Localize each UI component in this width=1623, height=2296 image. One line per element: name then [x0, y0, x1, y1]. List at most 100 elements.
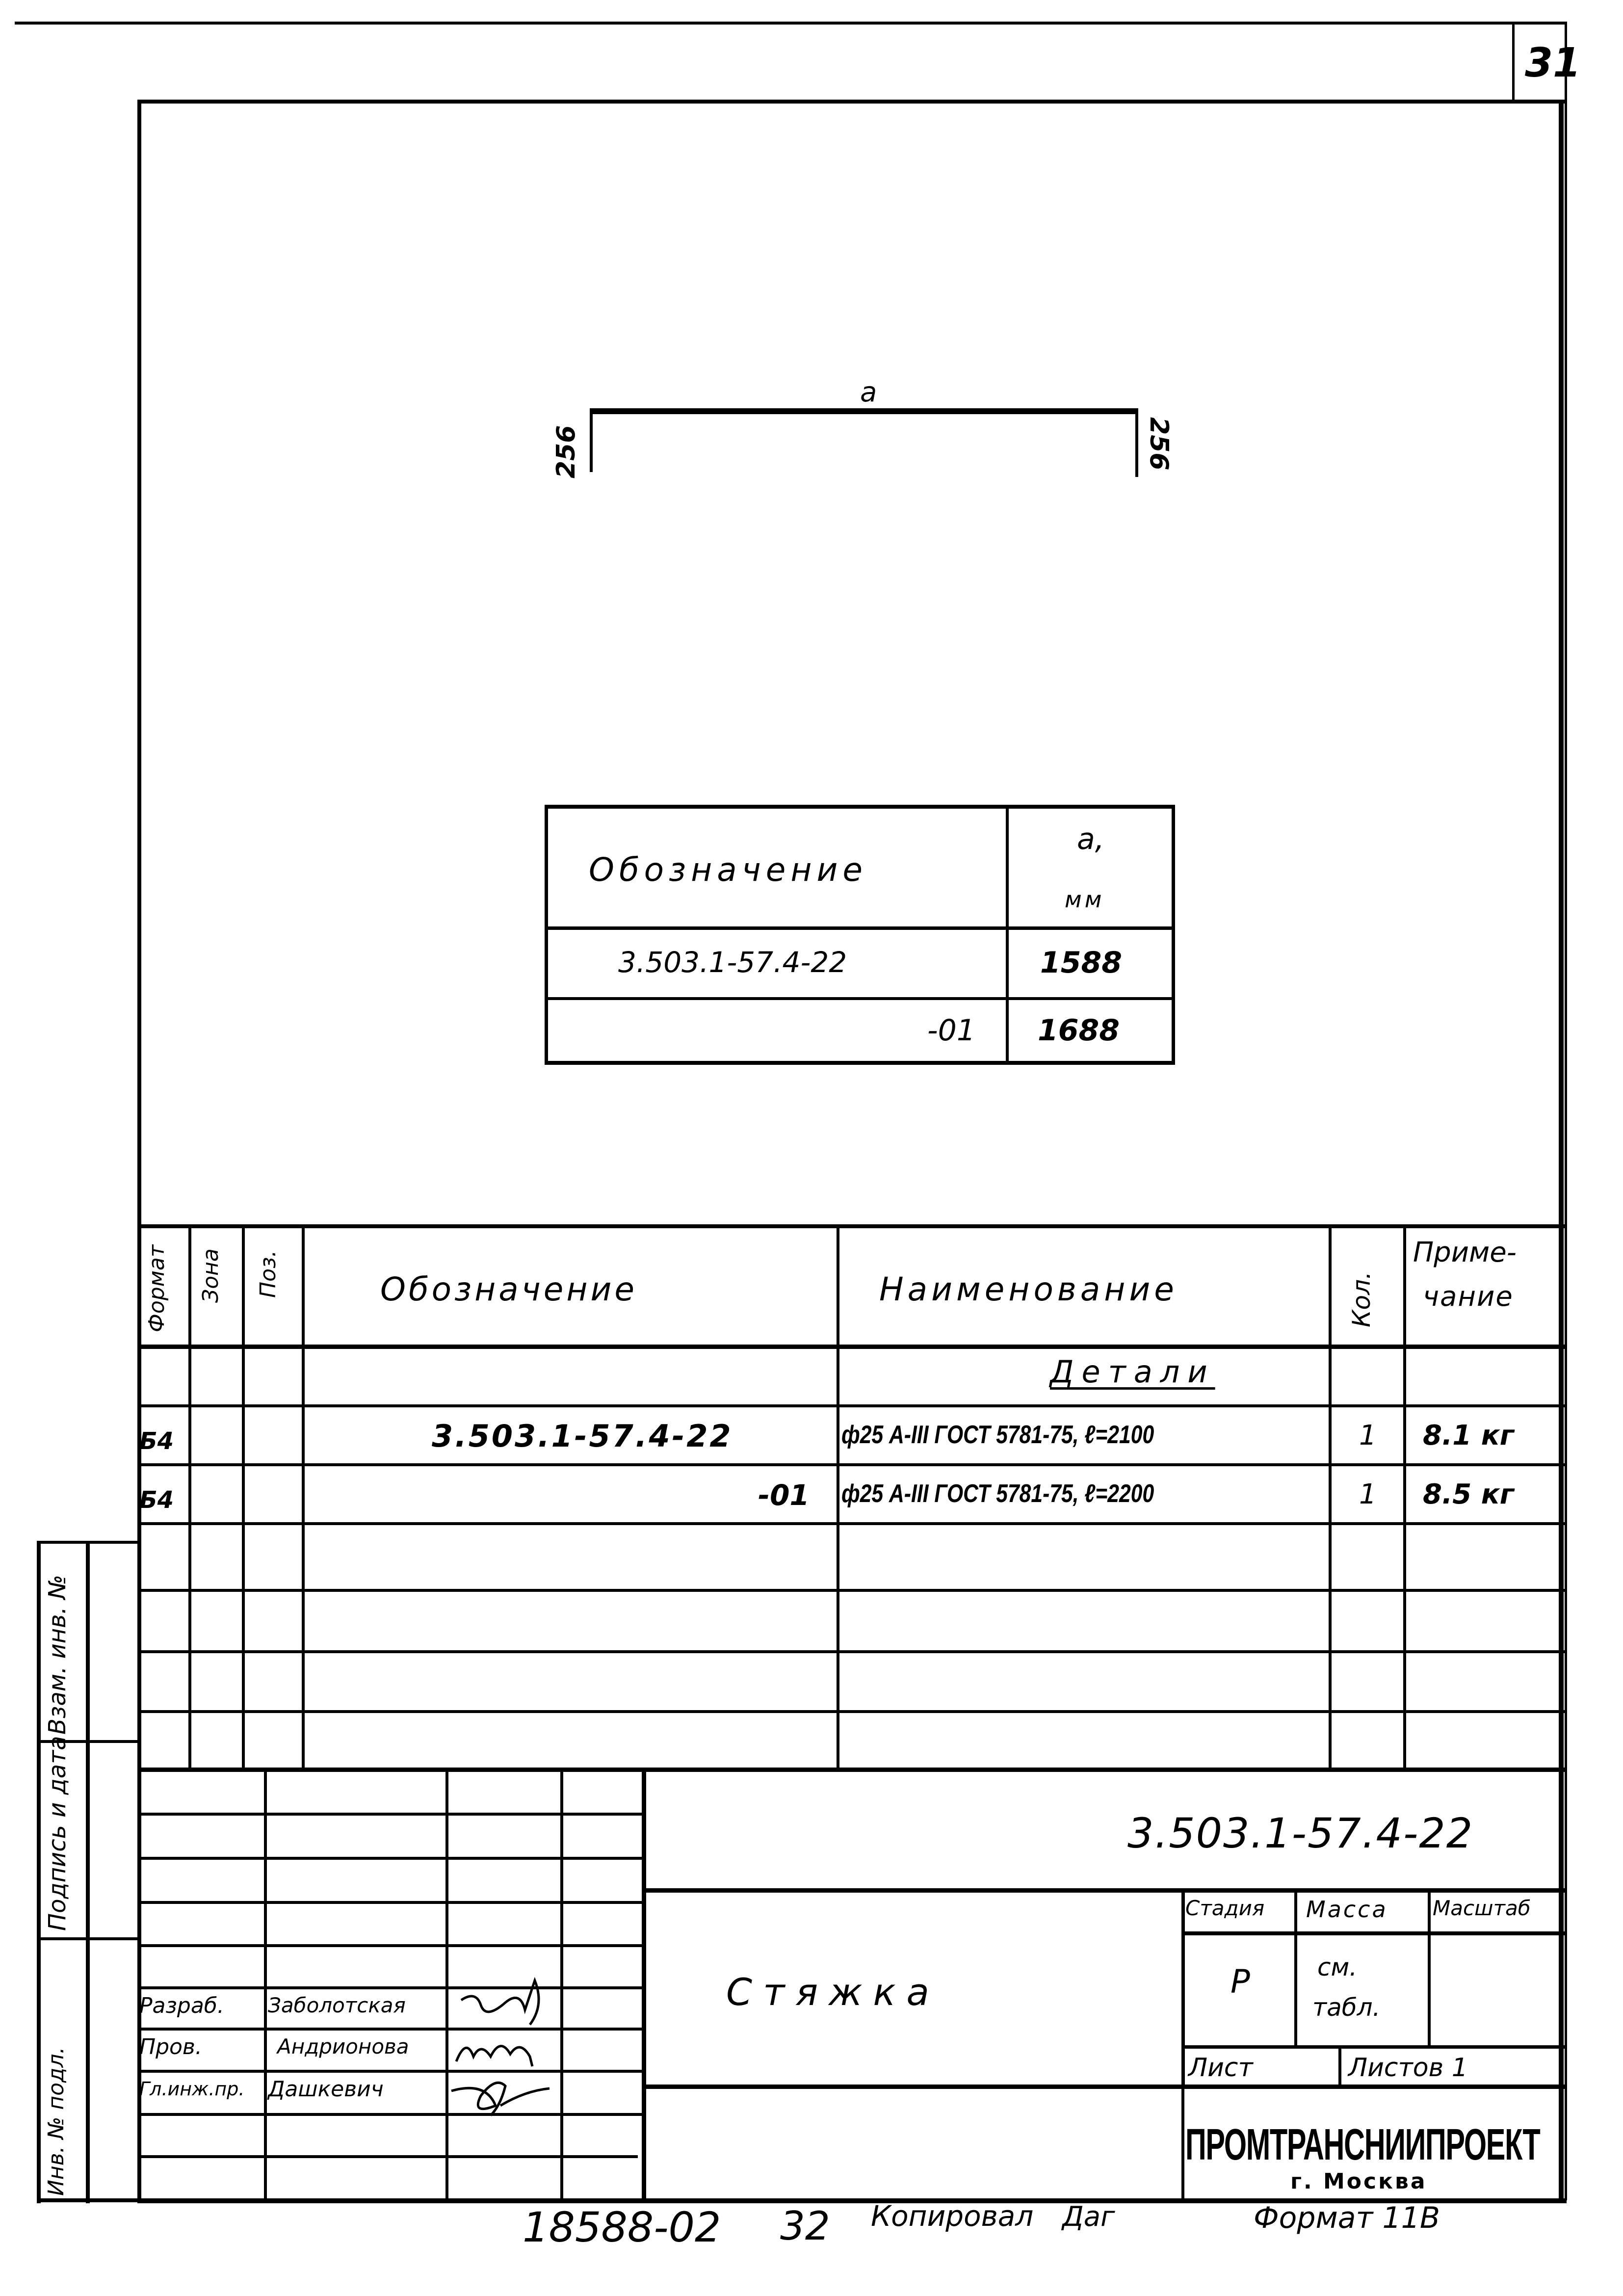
spec-col-line: [242, 1224, 245, 1771]
tb-left-row: [137, 2155, 638, 2158]
tb-stage-header-bottom: [1182, 1931, 1565, 1935]
spec-row-note: 8.5 кг: [1423, 1478, 1514, 1510]
tb-left-row: [137, 2113, 643, 2116]
tb-mass-scale-split: [1428, 1890, 1431, 2047]
spec-col-line: [1403, 1224, 1406, 1771]
vt-right: [1172, 805, 1175, 1065]
signature-icon: [455, 2045, 534, 2067]
sheet-label: Лист: [1188, 2053, 1253, 2083]
frame-bottom: [137, 2198, 1567, 2203]
side-stamp-mid: [86, 1541, 90, 2203]
side-stamp-field-original-inv: Инв. № подл.: [44, 2047, 69, 2196]
sheet-number: 31: [1525, 40, 1581, 86]
vt-col-split: [1006, 805, 1009, 1065]
spec-header-note-line2: чание: [1423, 1281, 1514, 1313]
tb-left-col: [445, 1769, 448, 2201]
spec-row-note: 8.1 кг: [1423, 1420, 1514, 1451]
signer-role: Пров.: [139, 2034, 202, 2059]
spec-header-qty: Кол.: [1347, 1271, 1376, 1327]
tb-sheet-split: [1338, 2047, 1341, 2085]
mass-value-line1: см.: [1317, 1953, 1358, 1981]
bar-shape-drawing: [584, 378, 1148, 491]
spec-row-qty: 1: [1359, 1420, 1377, 1451]
spec-row-format: Б4: [139, 1486, 174, 1514]
spec-header-bottom: [137, 1345, 1565, 1349]
spec-row-line: [137, 1710, 1565, 1713]
archive-number: 18588-02: [523, 2203, 721, 2251]
spec-row-line: [137, 1522, 1565, 1525]
tb-code-bottom: [643, 1888, 1565, 1893]
vt-header-a-line1: a,: [1077, 822, 1104, 856]
scale-label: Масштаб: [1433, 1896, 1531, 1920]
format-label: Формат 11В: [1254, 2201, 1440, 2235]
signature-icon: [451, 2081, 550, 2116]
vt-row1-bottom: [545, 997, 1175, 1000]
vt-row1-a: 1588: [1040, 946, 1122, 980]
sheet-number-box-left: [1512, 24, 1515, 102]
spec-row-line: [137, 1463, 1565, 1466]
spec-header-designation: Обозначение: [380, 1270, 637, 1308]
tb-left-row: [137, 1944, 643, 1947]
spec-row-designation: -01: [758, 1478, 810, 1512]
spec-col-line: [302, 1224, 305, 1771]
spec-header-format: Формат: [144, 1244, 169, 1332]
spec-bottom: [137, 1768, 1565, 1772]
spec-row: Б4 -01 ф25 А-III ГОСТ 5781-75, ℓ=2200 1 …: [137, 1466, 1565, 1522]
spec-row-name: ф25 А-III ГОСТ 5781-75, ℓ=2200: [841, 1479, 1154, 1508]
variant-table: Обозначение a, мм 3.503.1-57.4-22 1588 -…: [545, 805, 1175, 1065]
vt-top: [545, 805, 1175, 809]
side-stamp: Взам. инв. № Подпись и дата Инв. № подл.: [37, 1541, 140, 2203]
document-code: 3.503.1-57.4-22: [1127, 1809, 1474, 1857]
signer-name: Андрионова: [277, 2034, 409, 2058]
signer-name: Заболотская: [268, 1993, 406, 2017]
vt-left: [545, 805, 548, 1065]
spec-header-name: Наименование: [879, 1270, 1178, 1308]
side-stamp-split1: [37, 1740, 140, 1743]
spec-row-name: ф25 А-III ГОСТ 5781-75, ℓ=2100: [841, 1421, 1154, 1449]
spec-top: [137, 1224, 1565, 1228]
tb-left-col: [560, 1769, 563, 2201]
frame-right-inner: [1559, 100, 1564, 2202]
frame-top: [137, 100, 1567, 104]
tb-org-left: [1181, 2086, 1184, 2201]
tb-name-bottom: [643, 2085, 1565, 2089]
signer-role: Разраб.: [139, 1993, 224, 2018]
item-name: Стяжка: [726, 1970, 940, 2014]
signature-icon: [460, 1977, 540, 2026]
tb-left-row: [137, 2028, 643, 2031]
side-stamp-field-signature-date: Подпись и дата: [44, 1736, 71, 1931]
vt-header-a-line2: мм: [1065, 886, 1105, 913]
tb-stage-values-bottom: [1182, 2045, 1565, 2049]
tb-left-row: [137, 1857, 643, 1860]
spec-row: Б4 3.503.1-57.4-22 ф25 А-III ГОСТ 5781-7…: [137, 1407, 1565, 1463]
stage-label: Стадия: [1185, 1896, 1265, 1920]
mass-value-line2: табл.: [1312, 1993, 1381, 2022]
spec-col-line: [188, 1224, 191, 1771]
spec-header-note-line1: Приме-: [1413, 1237, 1517, 1268]
tb-left-row: [137, 2070, 643, 2073]
tb-left-row: [137, 1813, 643, 1816]
top-border-line: [15, 22, 1566, 25]
vt-header-designation: Обозначение: [589, 851, 867, 889]
vt-row2-designation: -01: [927, 1013, 975, 1048]
spec-col-line: [1329, 1224, 1332, 1771]
vt-row2-a: 1688: [1038, 1013, 1120, 1048]
frame-left: [137, 100, 141, 2202]
tb-left-row: [137, 1986, 643, 1989]
sheets-count-label: Листов 1: [1348, 2053, 1468, 2083]
stage-value: Р: [1230, 1963, 1250, 2001]
side-stamp-left: [37, 1541, 41, 2203]
vt-row1-designation: 3.503.1-57.4-22: [618, 946, 847, 979]
dimension-right-label: 256: [1144, 417, 1174, 471]
page-reference: 32: [780, 2203, 830, 2249]
title-block: Разраб. Заболотская Пров. Андрионова Гл.…: [137, 1769, 1565, 2201]
spec-row-format: Б4: [139, 1427, 174, 1455]
tb-stage-left: [1181, 1890, 1185, 2086]
spec-row-designation: 3.503.1-57.4-22: [432, 1418, 733, 1454]
spec-row-qty: 1: [1359, 1478, 1377, 1510]
spec-section-title: Детали: [1050, 1354, 1215, 1390]
tb-stage-mass-split: [1294, 1890, 1297, 2047]
sheet-number-box-right: [1565, 22, 1567, 2200]
tb-main-split: [642, 1769, 646, 2201]
vt-bottom: [545, 1061, 1175, 1065]
